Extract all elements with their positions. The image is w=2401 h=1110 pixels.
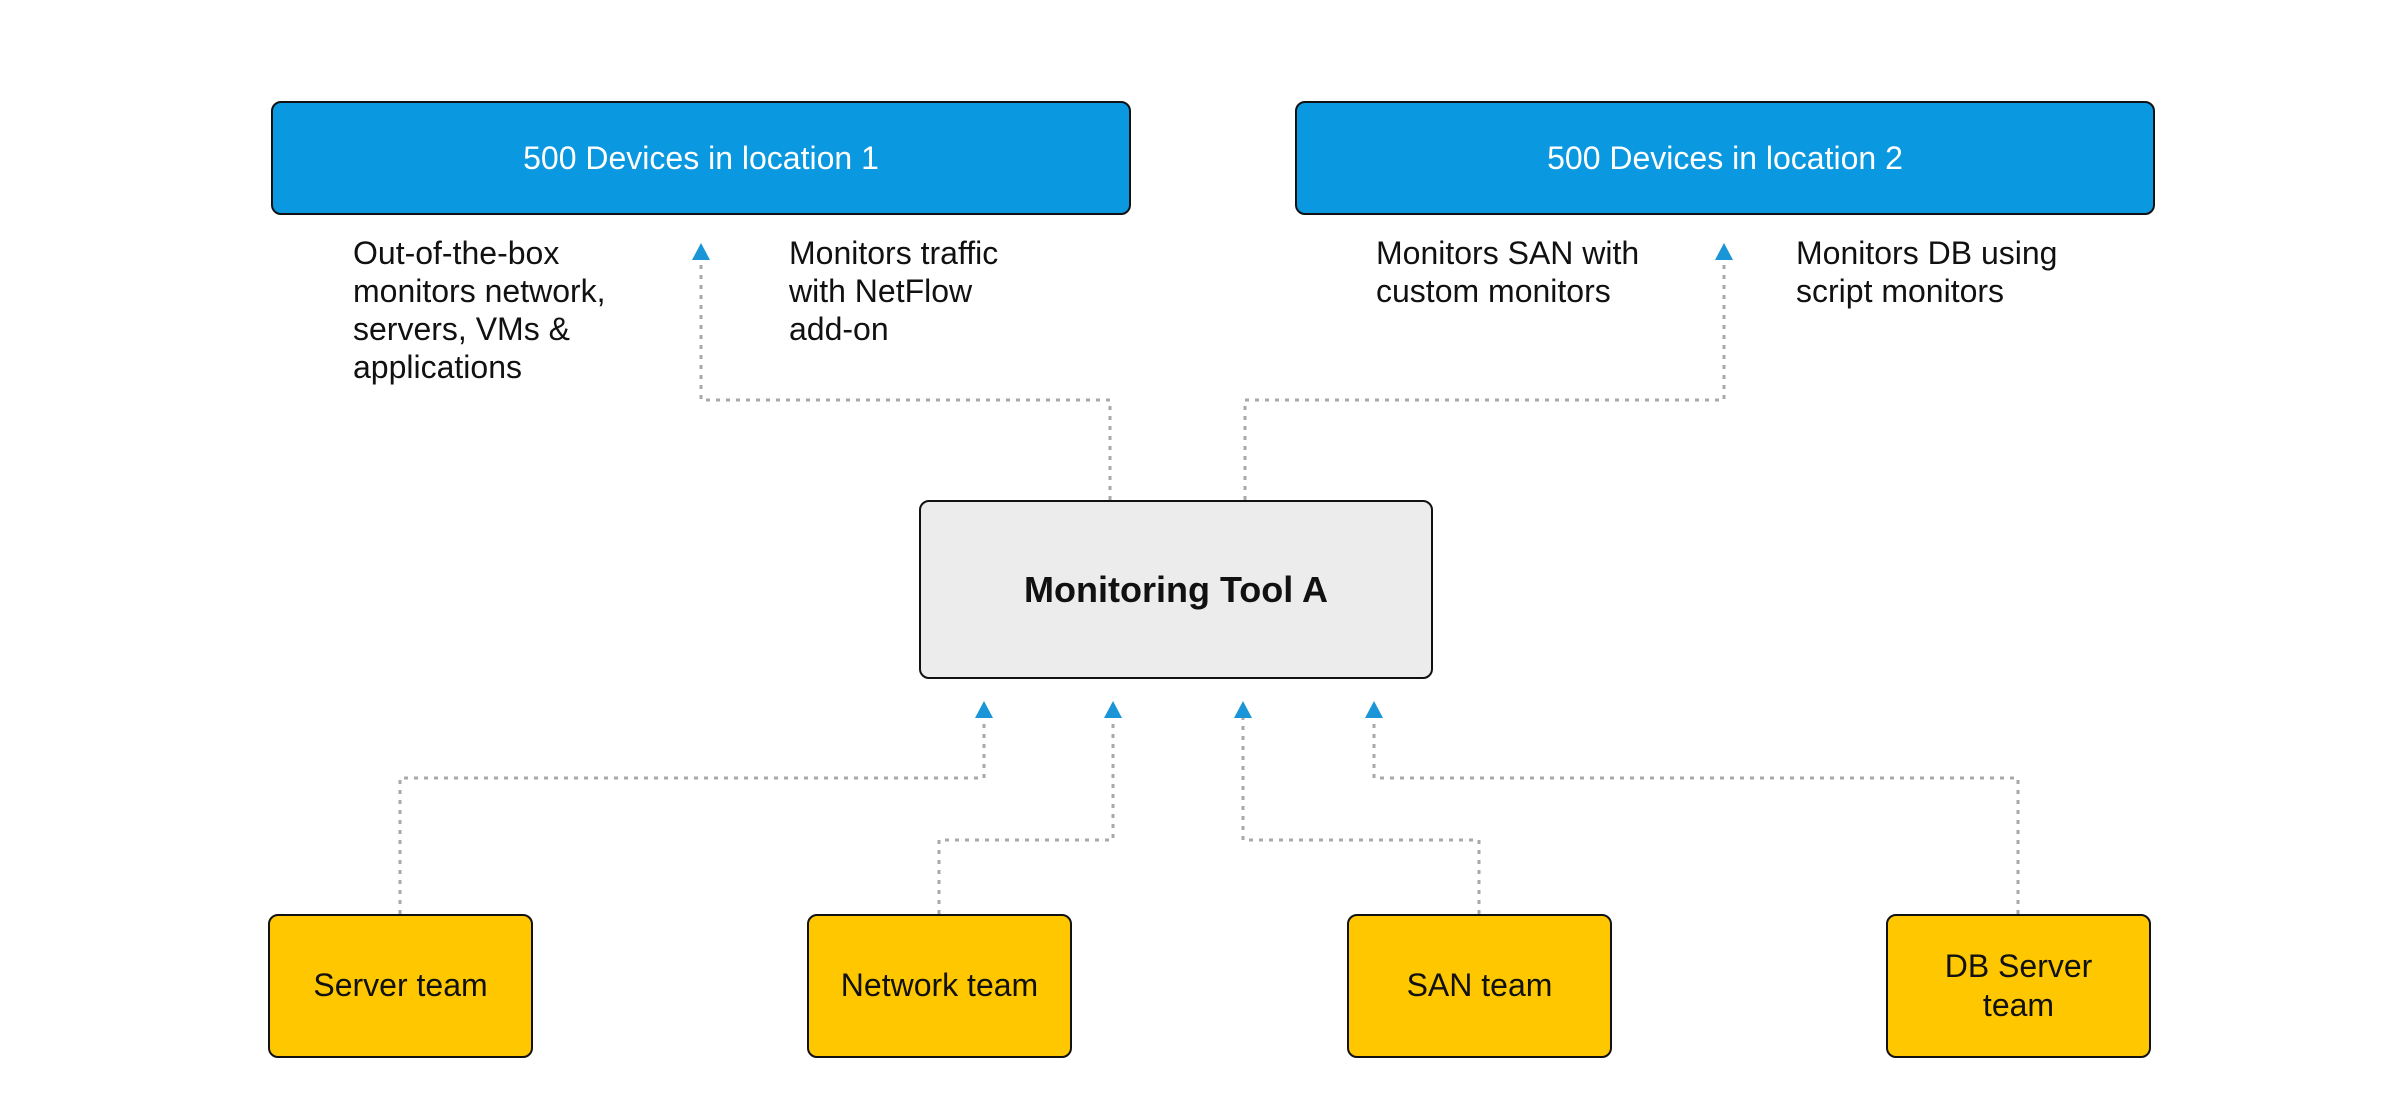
san-team-label: SAN team	[1406, 967, 1553, 1004]
connector-san-team	[1241, 718, 1481, 914]
san-team-box: SAN team	[1347, 914, 1612, 1058]
note-netflow: Monitors traffic with NetFlow add-on	[789, 235, 999, 347]
connector-server-team	[398, 718, 986, 914]
note-db-script: Monitors DB using script monitors	[1796, 235, 2058, 309]
connector-tool-to-location-2	[1243, 250, 1726, 500]
arrowhead-location-1	[692, 243, 710, 260]
note-out-of-the-box: Out-of-the-box monitors network, servers…	[353, 235, 606, 385]
server-team-label: Server team	[313, 967, 488, 1004]
network-team-box: Network team	[807, 914, 1072, 1058]
network-team-label: Network team	[840, 967, 1039, 1004]
arrowhead-location-2	[1715, 243, 1733, 260]
connector-tool-to-location-1	[699, 250, 1112, 500]
location-1-label: 500 Devices in location 1	[523, 139, 879, 176]
monitoring-tool-box: Monitoring Tool A	[919, 500, 1433, 679]
arrowhead-san-team	[1234, 701, 1252, 718]
connector-db-server-team	[1372, 718, 2020, 914]
note-san-custom: Monitors SAN with custom monitors	[1376, 235, 1640, 309]
server-team-box: Server team	[268, 914, 533, 1058]
connector-network-team	[937, 718, 1115, 914]
db-server-team-label: DB Server team	[1944, 947, 2093, 1023]
arrowhead-network-team	[1104, 701, 1122, 718]
location-2-box: 500 Devices in location 2	[1295, 101, 2155, 215]
db-server-team-box: DB Server team	[1886, 914, 2151, 1058]
arrowhead-db-server-team	[1365, 701, 1383, 718]
monitoring-tool-label: Monitoring Tool A	[1024, 568, 1328, 610]
arrowhead-server-team	[975, 701, 993, 718]
location-1-box: 500 Devices in location 1	[271, 101, 1131, 215]
location-2-label: 500 Devices in location 2	[1547, 139, 1903, 176]
